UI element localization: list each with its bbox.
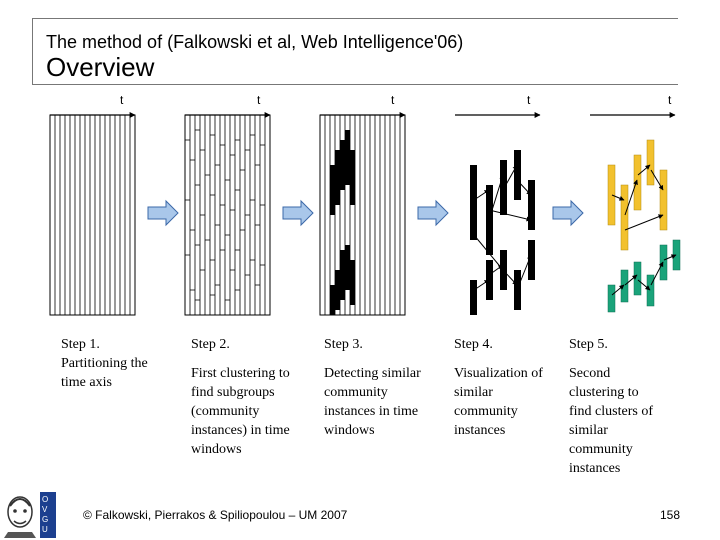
step-1-text: Partitioning the time axis [61,356,148,390]
similar-instance-highlight [335,270,340,310]
similarity-link [473,279,490,291]
similar-instance-highlight [345,245,350,290]
panel-2-frame [184,114,271,316]
step-1-heading: Step 1. [61,337,100,352]
similar-instance-highlight [350,150,355,205]
similarity-link [473,189,490,201]
similar-instance-highlight [330,165,335,215]
cluster-b-bar [607,284,616,313]
slide-title: Overview [46,52,155,82]
cluster-b-bar [633,261,642,296]
step-transition-arrow [282,199,314,227]
step-4: Step 4. Visualization of similar communi… [454,335,546,440]
cluster-a-bar [659,169,668,231]
similarity-link [611,284,625,296]
cluster-a-bar [633,154,642,211]
similarity-link [516,179,532,196]
similar-instance-highlight [340,250,345,300]
panel-1-frame [49,114,136,316]
community-instance-bar [470,165,477,240]
similar-instance-highlight [340,140,345,190]
similarity-link [502,269,518,286]
similarity-link [611,194,625,201]
similarity-link [624,274,638,286]
panel-3-frame [319,114,406,316]
step-transition-arrow [552,199,584,227]
cluster-b-bar [646,274,655,307]
cluster-a-bar [620,184,629,251]
step-1: Step 1. Partitioning the time axis [61,335,166,392]
similarity-link [488,209,532,222]
community-instance-bar [470,280,477,315]
similarity-link [488,264,504,276]
cluster-a-bar [607,164,616,226]
slide-subtitle: The method of (Falkowski et al, Web Inte… [46,32,464,52]
similar-instance-highlight [335,150,340,205]
step-transition-arrow [417,199,449,227]
similarity-link [502,164,518,191]
step-5-text: Second clustering to find clusters of si… [569,366,653,476]
header-frame-top [32,18,678,19]
similarity-link [624,179,638,216]
footer-copyright: © Falkowski, Pierrakos & Spiliopoulou – … [83,508,348,522]
time-axis-label: t [120,93,124,107]
step-3-text: Detecting similar community instances in… [324,366,421,438]
step-5-heading: Step 5. [569,337,608,352]
step-4-text: Visualization of similar community insta… [454,366,543,438]
time-axis-label: t [668,93,672,107]
researcher-logo [2,492,38,538]
similarity-link [473,234,504,271]
similarity-link [624,214,664,231]
similarity-link [663,254,677,261]
similar-instance-highlight [330,285,335,315]
header-frame-left [32,18,33,84]
time-axis-label: t [257,93,261,107]
community-instance-bar [500,160,507,215]
similar-instance-highlight [345,130,350,185]
header-frame-bottom [32,84,678,85]
step-transition-arrow [147,199,179,227]
time-axis-label: t [391,93,395,107]
community-instance-bar [528,180,535,230]
step-5: Step 5. Second clustering to find cluste… [569,335,661,478]
step-3: Step 3. Detecting similar community inst… [324,335,442,440]
step-3-heading: Step 3. [324,337,363,352]
community-instance-bar [486,260,493,300]
similarity-link [516,254,532,291]
similarity-link [488,174,505,221]
page-number: 158 [660,508,681,522]
cluster-b-bar [659,244,668,281]
step-2-text: First clustering to find subgroups (comm… [191,366,290,457]
cluster-a-bar [646,139,655,186]
step-2-heading: Step 2. [191,337,230,352]
similarity-link [650,261,664,286]
step-2: Step 2. First clustering to find subgrou… [191,335,311,459]
time-axis-label: t [527,93,531,107]
similarity-link [637,164,651,176]
similar-instance-highlight [350,260,355,305]
community-instance-bar [514,150,521,200]
cluster-b-bar [672,239,681,271]
step-4-heading: Step 4. [454,337,493,352]
similarity-link [650,169,664,191]
similarity-link [637,279,651,291]
